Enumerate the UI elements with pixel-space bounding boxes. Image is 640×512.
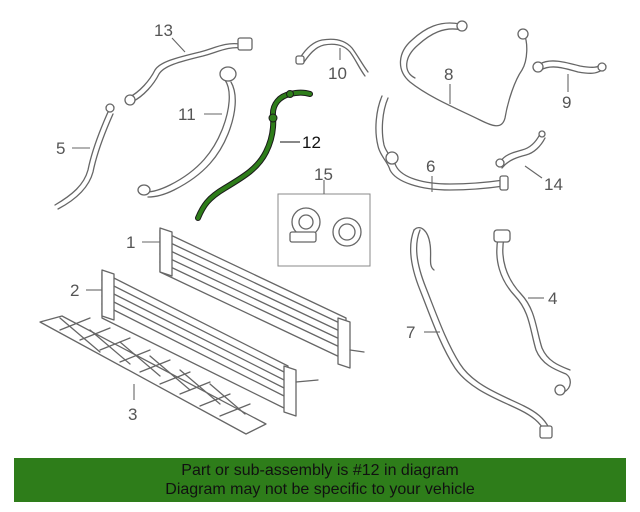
callout-12: 12 (302, 133, 321, 152)
banner-line-2: Diagram may not be specific to your vehi… (165, 481, 475, 498)
callout-2: 2 (70, 281, 79, 300)
part-11-hose[interactable] (137, 66, 237, 198)
part-12-hose-highlighted[interactable] (195, 89, 313, 221)
callout-6: 6 (426, 157, 435, 176)
callout-13: 13 (154, 21, 173, 40)
part-4-hose[interactable] (493, 229, 571, 396)
part-15-pump-assembly[interactable] (277, 193, 371, 267)
callout-10: 10 (328, 64, 347, 83)
part-1-cooler[interactable] (159, 227, 365, 369)
part-5-hose[interactable] (54, 103, 115, 210)
info-banner: Part or sub-assembly is #12 in diagram D… (14, 458, 626, 502)
part-9-hose[interactable] (532, 60, 607, 74)
banner-line-1: Part or sub-assembly is #12 in diagram (181, 462, 459, 479)
callout-15: 15 (314, 165, 333, 184)
part-8-pipe[interactable] (399, 20, 529, 127)
callout-4: 4 (548, 289, 557, 308)
callout-7: 7 (406, 323, 415, 342)
callout-1: 1 (126, 233, 135, 252)
callout-9: 9 (562, 93, 571, 112)
part-10-hose[interactable] (295, 38, 369, 77)
part-14-hose[interactable] (495, 130, 546, 169)
callout-14: 14 (544, 175, 563, 194)
callout-3: 3 (128, 405, 137, 424)
callout-5: 5 (56, 139, 65, 158)
part-6-pipe[interactable] (375, 95, 509, 191)
part-2-cooler[interactable] (101, 269, 319, 417)
parts-diagram: 13 5 11 10 12 15 (39, 20, 607, 439)
callout-11: 11 (178, 105, 196, 124)
part-13-hose[interactable] (124, 37, 253, 106)
part-3-mesh-screen[interactable] (39, 315, 267, 435)
callout-8: 8 (444, 65, 453, 84)
part-7-pipe[interactable] (409, 227, 553, 439)
